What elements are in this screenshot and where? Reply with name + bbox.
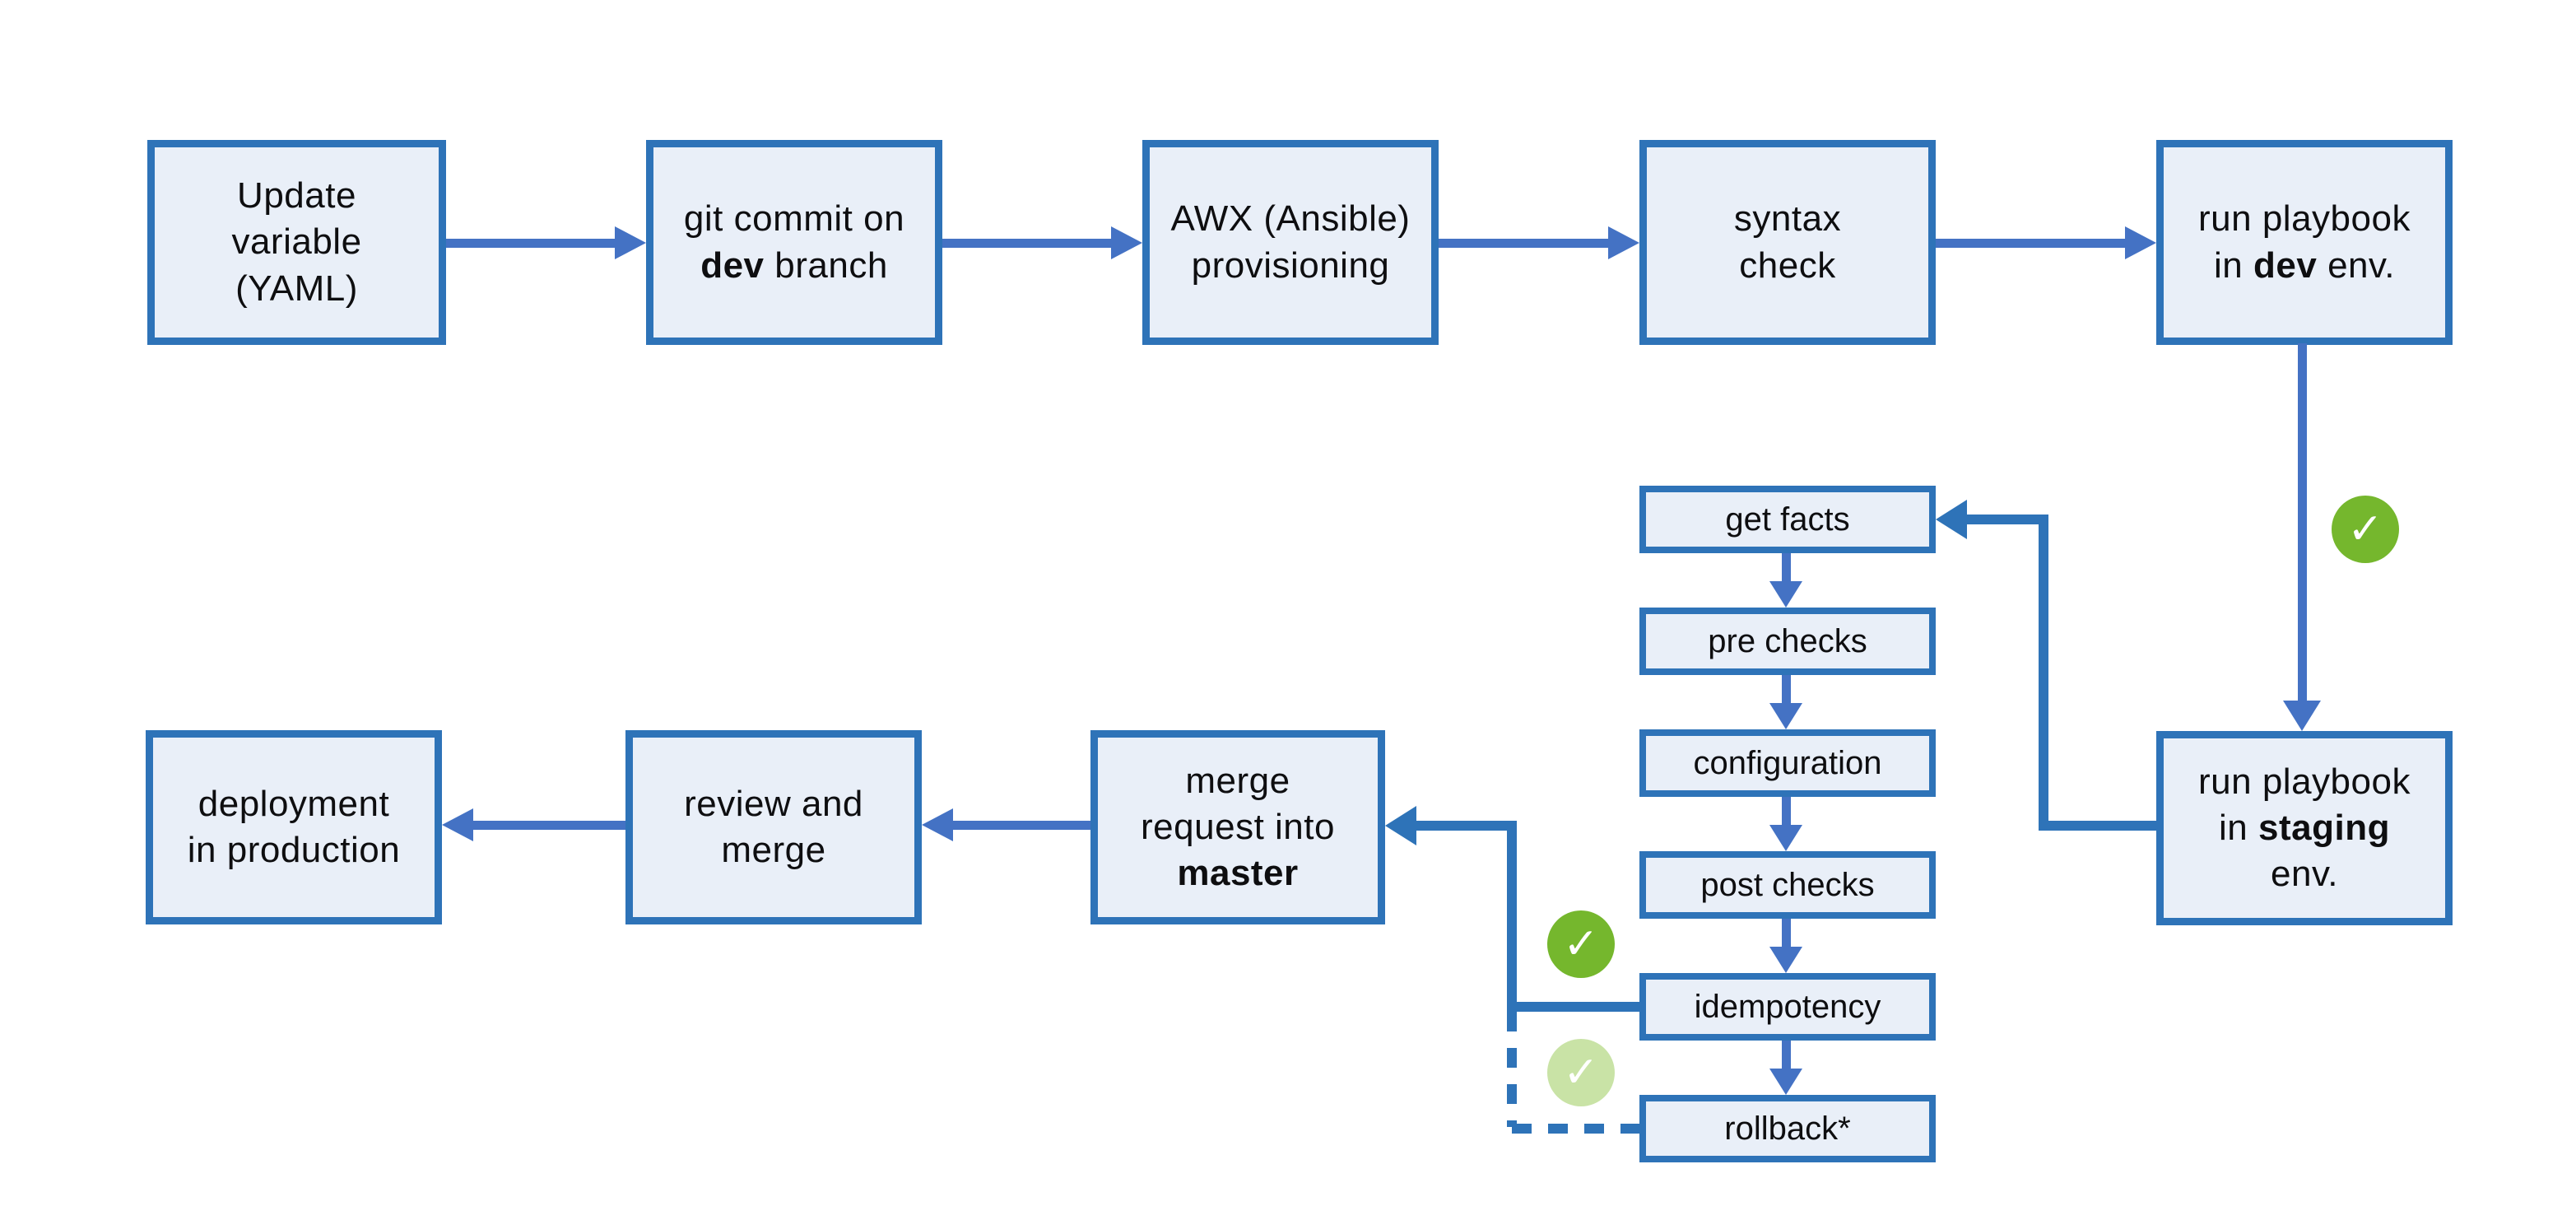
connector-idempotency-to-merge-segment-bottom xyxy=(1507,1002,1639,1012)
node-get-facts: get facts xyxy=(1639,486,1936,553)
node-git-commit-dev-label: git commit on dev branch xyxy=(653,196,935,289)
node-update-variable-label: Update variable (YAML) xyxy=(155,173,439,312)
node-deployment-production: deployment in production xyxy=(146,730,442,924)
node-awx-provisioning-label: AWX (Ansible) provisioning xyxy=(1150,196,1431,289)
check-glyph: ✓ xyxy=(2347,505,2383,554)
node-review-and-merge-label: review and merge xyxy=(633,781,914,874)
node-run-playbook-dev-line1: run playbook xyxy=(2198,198,2411,240)
connector-prechecks-to-configuration-arrowhead xyxy=(1769,703,1802,729)
node-get-facts-label: get facts xyxy=(1725,501,1850,538)
node-update-variable: Update variable (YAML) xyxy=(147,140,446,345)
connector-rollback-to-merge-dashed-horizontal xyxy=(1512,1124,1639,1134)
connector-awx-to-syntax-line xyxy=(1439,239,1610,248)
node-rollback: rollback* xyxy=(1639,1095,1936,1162)
git-branch-rest: branch xyxy=(764,244,888,286)
check-icon-idempotency-passed: ✓ xyxy=(1547,910,1615,978)
node-syntax-check-line1: syntax xyxy=(1733,198,1842,240)
connector-getfacts-to-prechecks-line xyxy=(1782,553,1791,584)
connector-configuration-to-postchecks-arrowhead xyxy=(1769,825,1802,851)
connector-review-to-deployment-arrowhead xyxy=(442,808,473,841)
node-merge-request-branch-name: master xyxy=(1177,853,1299,894)
node-configuration-label: configuration xyxy=(1693,745,1882,781)
connector-rollback-to-merge-dashed-vertical xyxy=(1507,1012,1517,1127)
connector-configuration-to-postchecks-line xyxy=(1782,797,1791,828)
connector-idempotency-to-rollback-line xyxy=(1782,1041,1791,1072)
node-git-commit-dev-line1: git commit on xyxy=(683,198,905,240)
connector-staging-to-getfacts-arrowhead xyxy=(1936,500,1967,539)
node-run-playbook-staging-line1: run playbook xyxy=(2198,761,2411,802)
connector-awx-to-syntax-arrowhead xyxy=(1608,226,1639,259)
node-idempotency-label: idempotency xyxy=(1694,989,1881,1025)
node-update-variable-line1: Update xyxy=(237,175,356,217)
node-syntax-check-line2: check xyxy=(1739,244,1836,286)
connector-git-to-awx-line xyxy=(942,239,1113,248)
connector-prechecks-to-configuration-line xyxy=(1782,675,1791,706)
connector-idempotency-to-merge-segment-vertical xyxy=(1507,821,1517,1012)
connector-git-to-awx-arrowhead xyxy=(1111,226,1142,259)
node-rollback-label: rollback* xyxy=(1724,1111,1851,1147)
node-pre-checks-label: pre checks xyxy=(1708,623,1867,659)
run-staging-pre: in xyxy=(2219,807,2259,848)
run-dev-env-name: dev xyxy=(2253,244,2318,286)
node-idempotency: idempotency xyxy=(1639,973,1936,1041)
node-git-commit-dev-line2: dev branch xyxy=(653,243,935,289)
connector-idempotency-to-merge-segment-top xyxy=(1415,821,1517,831)
node-awx-provisioning: AWX (Ansible) provisioning xyxy=(1142,140,1439,345)
node-post-checks-label: post checks xyxy=(1700,867,1875,903)
git-branch-name: dev xyxy=(700,244,765,286)
connector-staging-to-getfacts-segment-vertical xyxy=(2039,515,2048,831)
node-update-variable-line3: (YAML) xyxy=(235,268,358,309)
node-deployment-production-label: deployment in production xyxy=(153,781,435,874)
node-pre-checks: pre checks xyxy=(1639,608,1936,675)
connector-postchecks-to-idempotency-arrowhead xyxy=(1769,947,1802,973)
check-glyph: ✓ xyxy=(1563,920,1599,969)
node-run-playbook-dev: run playbook in dev env. xyxy=(2156,140,2453,345)
check-icon-rollback-passed-faded: ✓ xyxy=(1547,1039,1615,1106)
node-git-commit-dev: git commit on dev branch xyxy=(646,140,942,345)
node-awx-provisioning-line2: provisioning xyxy=(1191,244,1390,286)
node-run-playbook-staging: run playbook in staging env. xyxy=(2156,731,2453,925)
node-review-and-merge-line1: review and xyxy=(684,783,863,824)
node-awx-provisioning-line1: AWX (Ansible) xyxy=(1170,198,1411,240)
node-syntax-check: syntax check xyxy=(1639,140,1936,345)
connector-rundev-to-staging-line xyxy=(2298,343,2307,701)
connector-update-to-git-line xyxy=(446,239,616,248)
check-icon-dev-run-passed: ✓ xyxy=(2332,496,2399,563)
node-run-playbook-staging-line2: in staging xyxy=(2164,805,2445,851)
connector-merge-to-review-arrowhead xyxy=(922,808,953,841)
node-review-and-merge: review and merge xyxy=(625,730,922,924)
node-deployment-production-line1: deployment xyxy=(198,783,390,824)
connector-staging-to-getfacts-segment-top xyxy=(1964,515,2048,524)
connector-rundev-to-staging-arrowhead xyxy=(2283,701,2321,731)
connector-getfacts-to-prechecks-arrowhead xyxy=(1769,581,1802,608)
node-syntax-check-label: syntax check xyxy=(1647,196,1928,289)
node-run-playbook-dev-label: run playbook in dev env. xyxy=(2164,196,2445,289)
connector-idempotency-to-rollback-arrowhead xyxy=(1769,1069,1802,1095)
node-review-and-merge-line2: merge xyxy=(721,830,826,870)
connector-review-to-deployment-line xyxy=(472,821,625,830)
run-staging-env-name: staging xyxy=(2258,807,2390,848)
node-run-playbook-dev-line2: in dev env. xyxy=(2164,243,2445,289)
connector-idempotency-to-merge-arrowhead xyxy=(1385,806,1416,845)
connector-update-to-git-arrowhead xyxy=(615,226,646,259)
node-post-checks: post checks xyxy=(1639,851,1936,919)
connector-postchecks-to-idempotency-line xyxy=(1782,919,1791,950)
node-merge-request-line2: request into xyxy=(1141,806,1335,847)
run-dev-pre: in xyxy=(2214,244,2254,286)
check-glyph: ✓ xyxy=(1563,1048,1599,1097)
connector-syntax-to-rundev-line xyxy=(1936,239,2127,248)
connector-staging-to-getfacts-segment-bottom xyxy=(2039,821,2156,831)
node-run-playbook-staging-line3: env. xyxy=(2271,854,2338,895)
run-dev-post: env. xyxy=(2317,244,2395,286)
node-merge-request-master: merge request into master xyxy=(1090,730,1385,924)
node-update-variable-line2: variable xyxy=(231,221,362,263)
node-configuration: configuration xyxy=(1639,729,1936,797)
connector-merge-to-review-line xyxy=(951,821,1090,830)
node-deployment-production-line2: in production xyxy=(187,830,401,870)
connector-syntax-to-rundev-arrowhead xyxy=(2125,226,2156,259)
node-merge-request-line1: merge xyxy=(1185,760,1290,801)
node-run-playbook-staging-label: run playbook in staging env. xyxy=(2164,759,2445,898)
node-merge-request-master-label: merge request into master xyxy=(1098,758,1378,897)
